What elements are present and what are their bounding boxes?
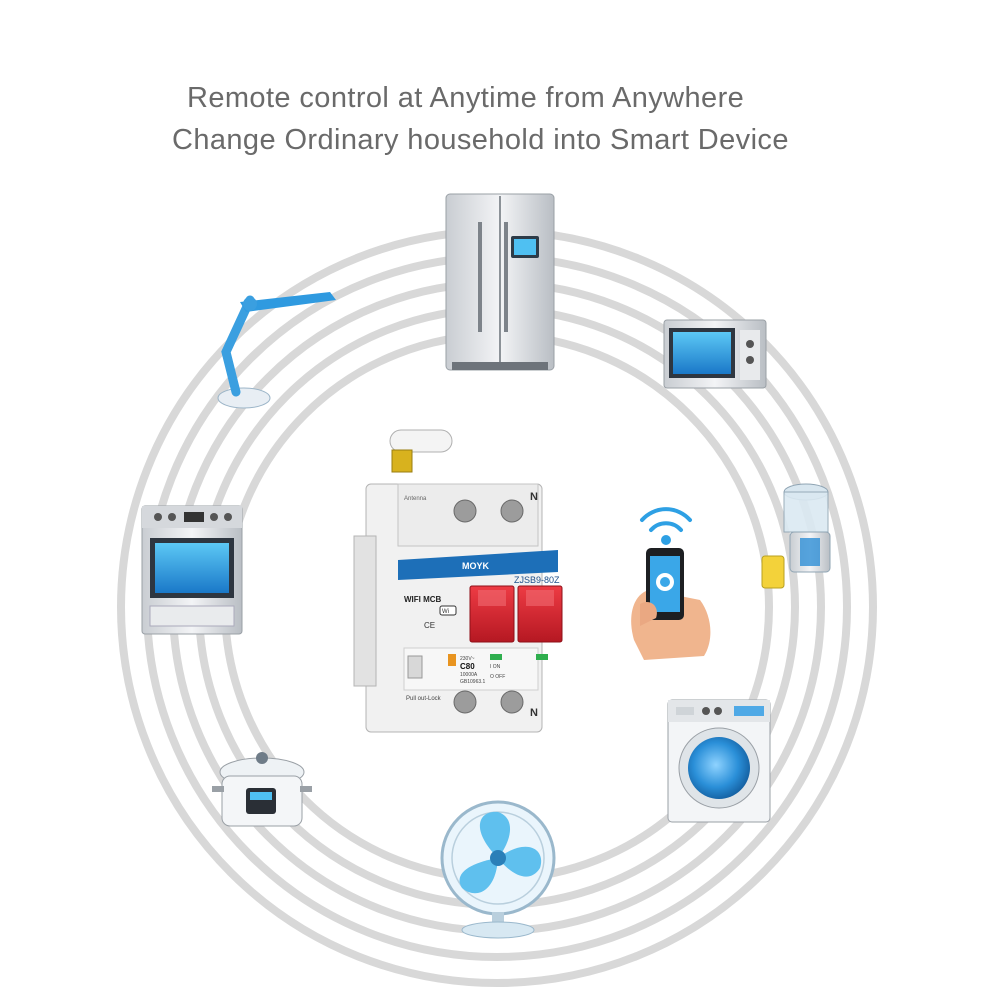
rating-label: C80 <box>460 662 475 671</box>
wifi-signal-icon <box>640 507 692 545</box>
oven-icon <box>141 505 243 635</box>
brand-label: MOYK <box>462 561 490 571</box>
refrigerator-icon <box>445 193 555 371</box>
washing-machine-icon <box>667 699 771 823</box>
capacity-label: 10000A <box>460 672 478 678</box>
smartphone-icon <box>631 507 711 660</box>
microwave-icon <box>663 319 767 389</box>
model-label: ZJSB9-80Z <box>514 575 560 585</box>
on-label: I ON <box>490 664 501 670</box>
juicer-icon <box>761 483 831 589</box>
fan-icon <box>440 800 556 939</box>
product-label: WIFI MCB <box>404 595 442 604</box>
ce-mark: CE <box>424 621 435 630</box>
desk-lamp-icon <box>217 292 336 409</box>
antenna-label: Antenna <box>404 496 427 502</box>
voltage-label: 230V~ <box>460 656 475 662</box>
wifi-mcb-breaker: Antenna N MOYK ZJSB9-80Z WIFI MCB Wi CE … <box>353 429 563 733</box>
pole-n-bottom-label: N <box>530 707 538 719</box>
pole-n-top-label: N <box>530 491 538 503</box>
headline-line-1: Remote control at Anytime from Anywhere <box>187 82 745 114</box>
off-label: O OFF <box>490 674 505 680</box>
headline-line-2: Change Ordinary household into Smart Dev… <box>172 124 789 156</box>
antenna-icon <box>389 429 453 453</box>
standard-label: GB10963.1 <box>460 679 486 685</box>
rice-cooker-icon <box>212 752 312 827</box>
lock-label: Pull out-Lock <box>406 696 442 702</box>
wifi-badge: Wi <box>442 609 449 615</box>
